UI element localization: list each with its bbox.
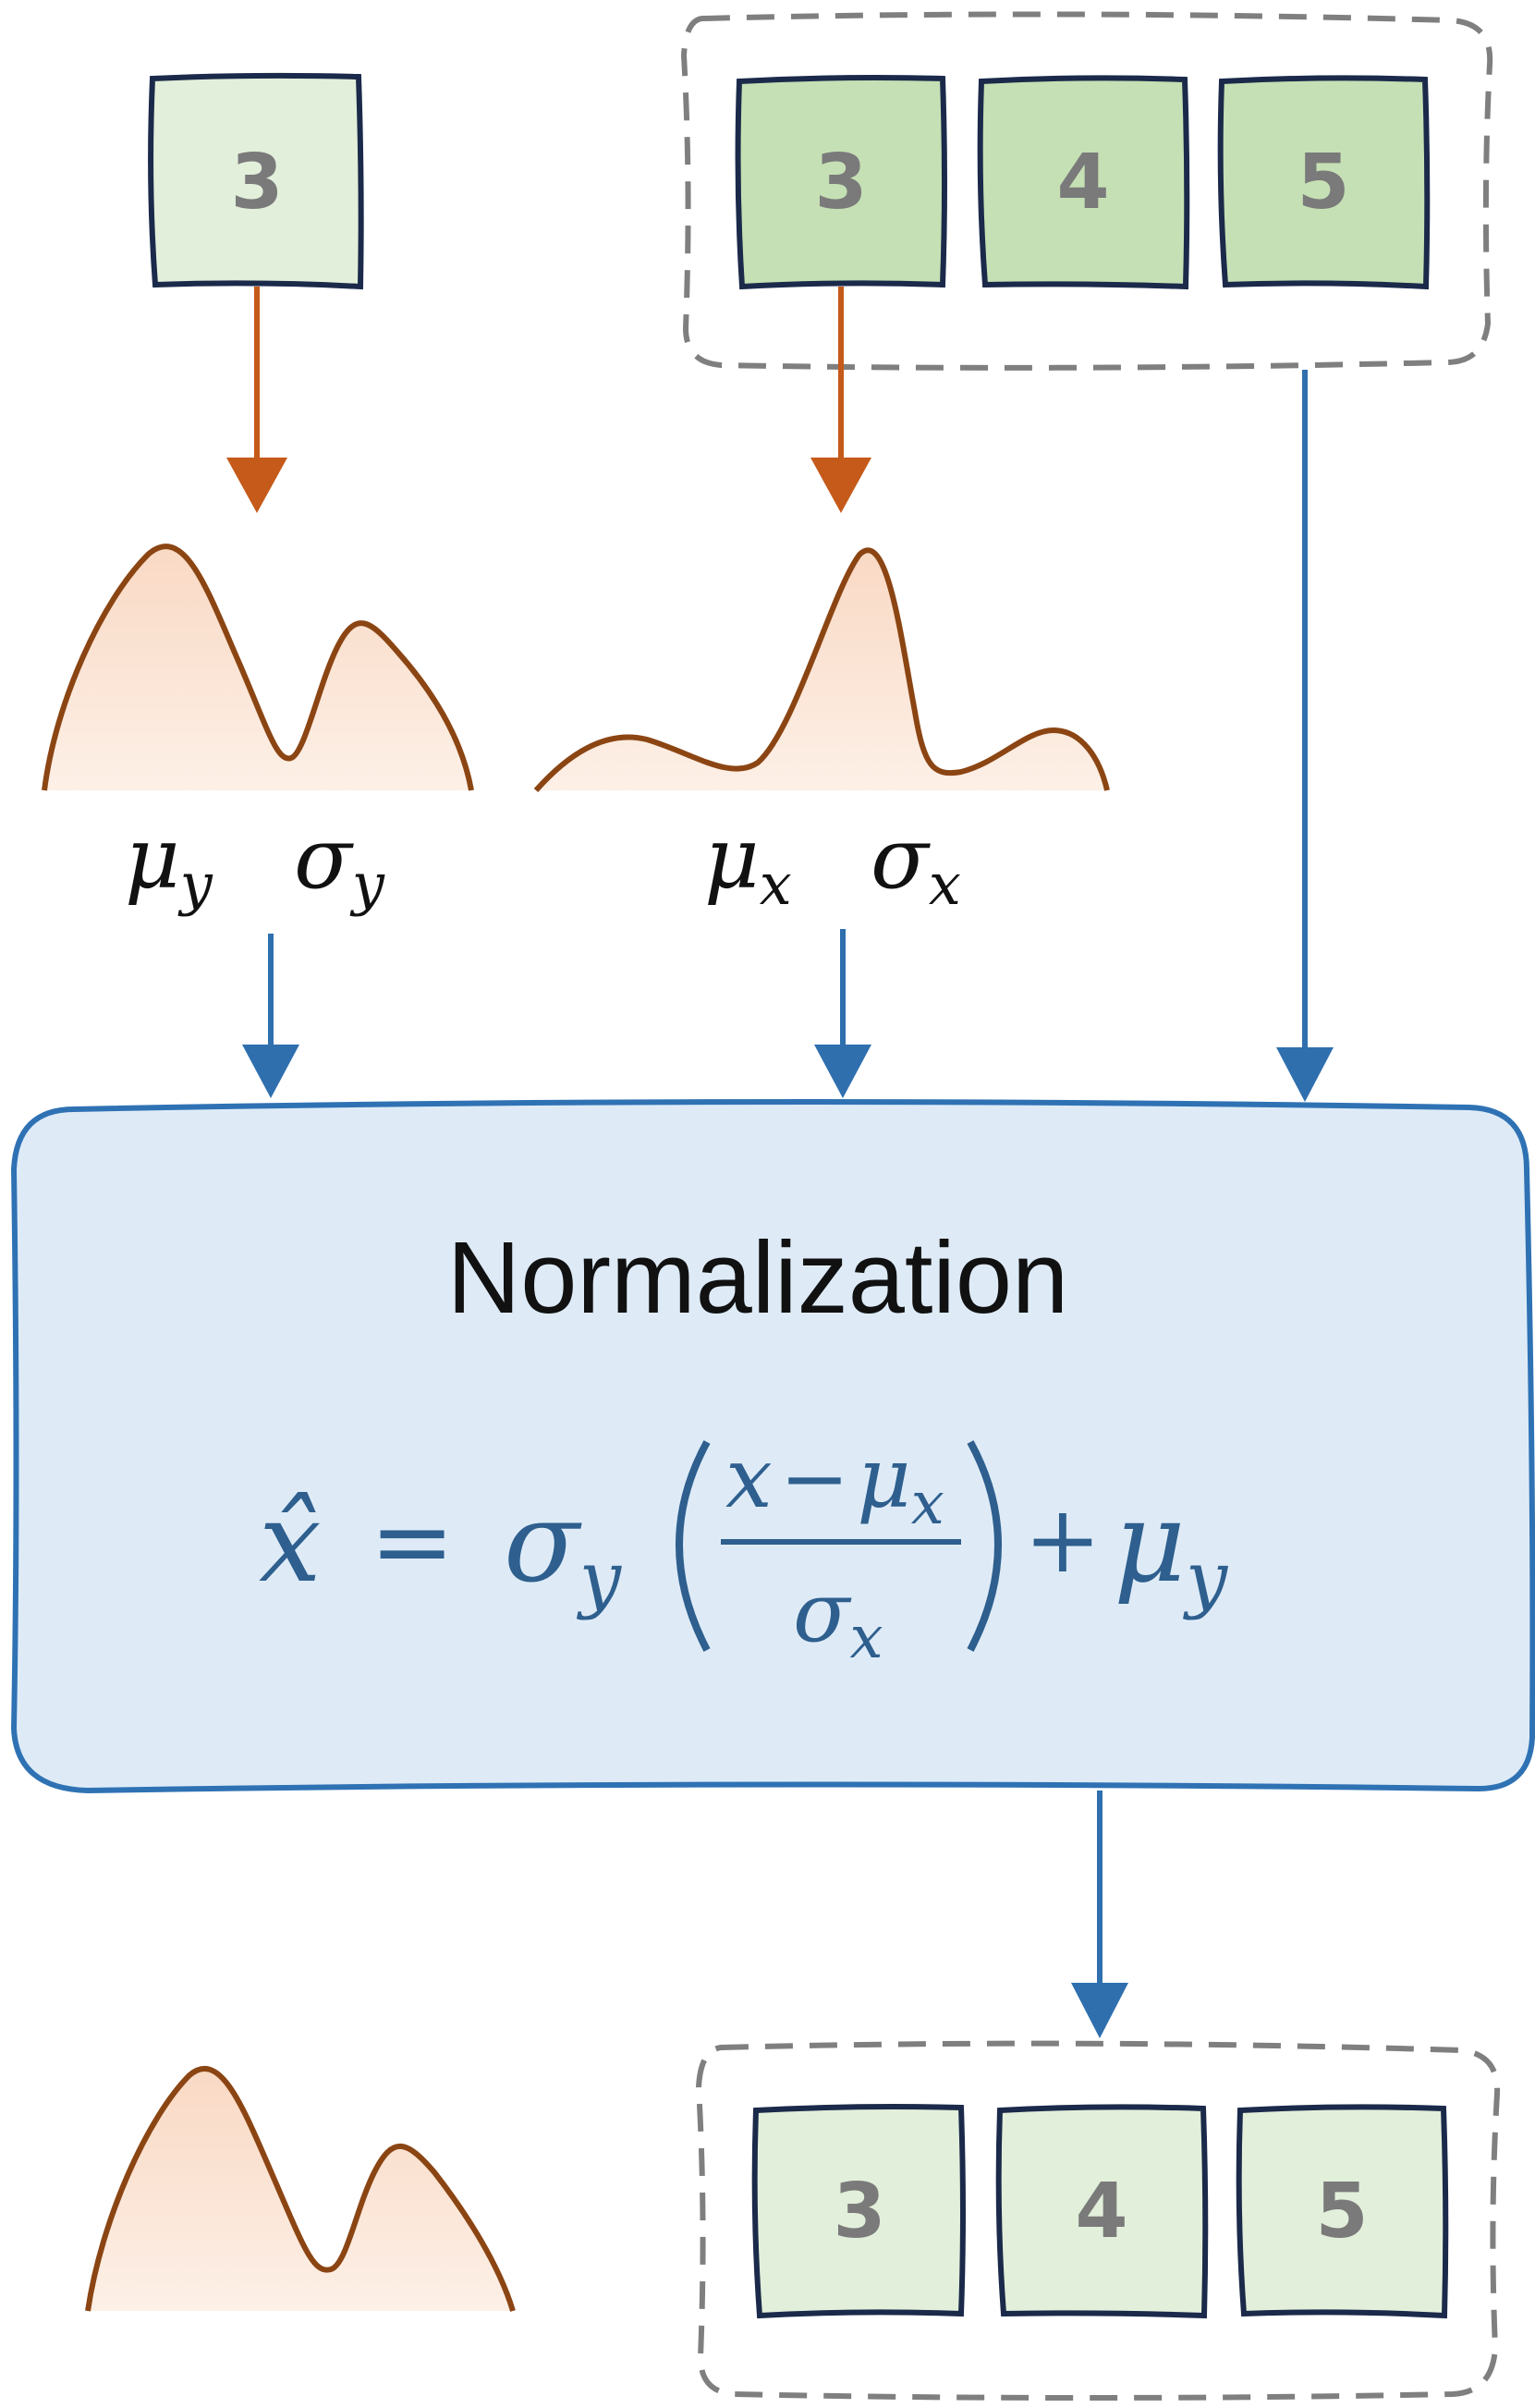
output-token-3: 5 [1236, 2104, 1449, 2319]
input-group-dashed-border [680, 11, 1493, 371]
input-token-2: 4 [977, 75, 1190, 290]
input-token-1: 3 [735, 75, 947, 290]
output-token-2: 4 [995, 2104, 1209, 2319]
equation-left-paren [676, 1440, 711, 1652]
equation-sigma-y: σy [504, 1479, 623, 1621]
output-token-1: 3 [751, 2104, 966, 2319]
input-token-3: 5 [1217, 75, 1431, 290]
blue-arrow-output [1071, 1791, 1128, 2038]
target-distribution [42, 544, 474, 791]
equation-numerator: x−μx [725, 1430, 944, 1538]
output-token-1-digit: 3 [833, 2168, 885, 2255]
target-token-digit: 3 [230, 139, 283, 226]
equation-lhs: x̂ [259, 1479, 322, 1607]
target-mu-label: μy [125, 809, 213, 918]
target-sigma-label: σy [294, 809, 385, 918]
blue-arrow-input-stats [814, 929, 871, 1098]
equation-plus: + [1024, 1485, 1102, 1594]
input-token-2-digit: 4 [1056, 139, 1109, 226]
output-token-group: 3 4 5 [695, 2040, 1501, 2401]
orange-arrow-target [226, 287, 287, 513]
normalization-title: Normalization [447, 1221, 1068, 1335]
input-mu-label: μx [704, 809, 792, 918]
target-stats: μy σy [125, 809, 385, 918]
blue-arrow-target-stats [242, 934, 299, 1098]
normalization-equation: x̂ = σy x−μx σx + μy [259, 1430, 1229, 1672]
orange-arrow-input [810, 287, 871, 513]
equation-denominator: σx [793, 1564, 883, 1672]
input-distribution [533, 547, 1110, 792]
output-distribution [85, 2066, 516, 2312]
normalization-box: Normalization x̂ = σy x−μx σx + μy [10, 1098, 1535, 1794]
input-stats: μx σx [704, 809, 961, 918]
output-token-3-digit: 5 [1315, 2168, 1368, 2255]
output-group-dashed-border [695, 2040, 1501, 2401]
equation-mu-y: μy [1114, 1479, 1229, 1621]
input-token-1-digit: 3 [814, 139, 867, 226]
input-token-3-digit: 5 [1297, 139, 1349, 226]
output-token-2-digit: 4 [1075, 2168, 1127, 2255]
target-token: 3 [148, 72, 364, 290]
input-sigma-label: σx [871, 809, 961, 918]
input-token-group: 3 4 5 [680, 11, 1493, 371]
equation-equals: = [370, 1482, 455, 1600]
equation-right-paren [967, 1440, 1002, 1652]
blue-arrow-input-tokens [1276, 370, 1334, 1102]
